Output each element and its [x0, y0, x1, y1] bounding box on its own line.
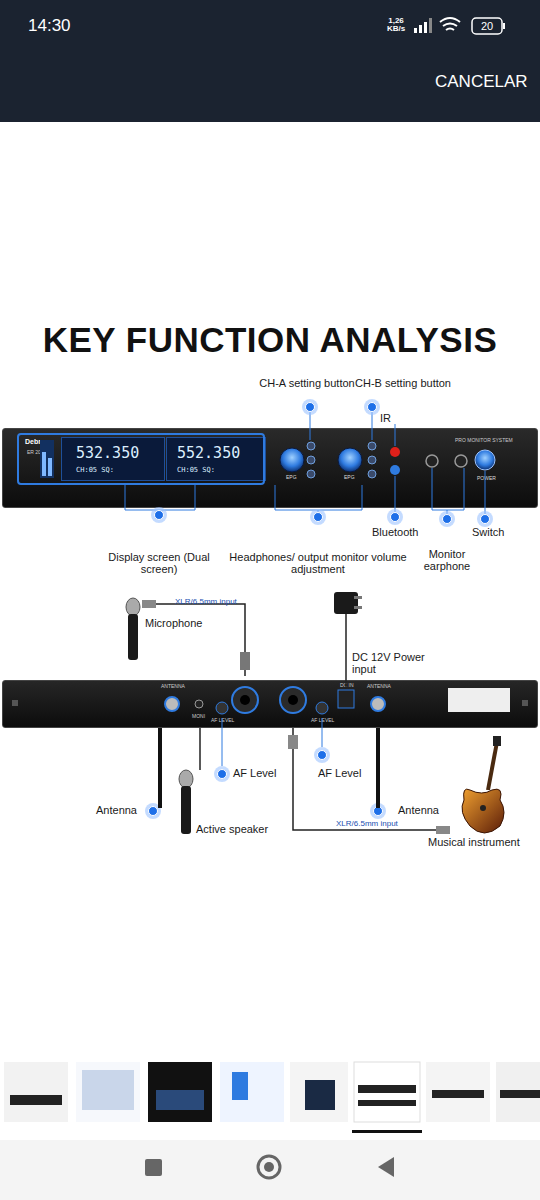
- input-label: XLR/6.5mm input: [175, 597, 237, 606]
- node-text: EPG: [344, 474, 355, 480]
- input-label: XLR/6.5mm input: [336, 819, 398, 828]
- rear-panel: ANTENNA MONI AF LEVEL DC IN AF LEVEL ANTENNA: [2, 680, 538, 728]
- callout-label: Bluetooth: [372, 526, 418, 538]
- display-screen: 552.350CH:05 SQ:: [166, 437, 266, 481]
- part-label: Active speaker: [196, 823, 268, 835]
- node-text: DC IN: [340, 682, 354, 688]
- power-adapter: [334, 592, 362, 690]
- node-text: 532.350: [76, 444, 139, 462]
- microphone-drawing: [126, 598, 250, 676]
- node-text: EPG: [286, 474, 297, 480]
- status-time: 14:30: [28, 16, 71, 36]
- thumbnail-strip: [4, 1062, 540, 1133]
- node-text: ANTENNA: [367, 683, 391, 689]
- callout-label: AF Level: [318, 767, 361, 779]
- nav-bar: [0, 1140, 540, 1200]
- callout-label: Antenna: [398, 804, 439, 816]
- node-text: CH:05 SQ:: [177, 466, 215, 474]
- status-bar: [0, 0, 540, 122]
- node-text: AF LEVEL: [311, 717, 334, 723]
- part-label: Musical instrument: [428, 836, 520, 848]
- node-text: AF LEVEL: [211, 717, 234, 723]
- callout-label: AF Level: [233, 767, 276, 779]
- node-text: 552.350: [177, 444, 240, 462]
- callout-label: CH-A setting button: [250, 377, 364, 389]
- node-text: Debra: [25, 438, 45, 445]
- status-speed: 1,26 KB/s: [382, 17, 410, 33]
- node-text: PRO MONITOR SYSTEM: [455, 437, 513, 443]
- nav-icons: [145, 1156, 394, 1178]
- callout-label: IR: [380, 412, 391, 424]
- front-panel: Debra ER 202EPG EPG PRO MONITOR SYSTEM POWER…: [2, 428, 538, 508]
- part-label: Microphone: [145, 617, 202, 629]
- status-icons: [414, 18, 505, 34]
- node-text: ER 202: [27, 449, 44, 455]
- callout-label: CH-B setting button: [350, 377, 456, 389]
- callout-label: DC 12V Power input: [352, 651, 432, 675]
- callout-label: Headphones/ output monitor volume adjust…: [218, 551, 418, 575]
- node-text: POWER: [477, 475, 496, 481]
- battery-level: 20: [472, 19, 502, 34]
- node-text: ANTENNA: [161, 683, 185, 689]
- cancel-button: CANCELAR: [435, 72, 528, 92]
- callout-label: Monitor earphone: [412, 548, 482, 572]
- diagram-title: KEY FUNCTION ANALYSIS: [0, 320, 540, 360]
- callout-label: Display screen (Dual screen): [104, 551, 214, 575]
- node-text: CH:05 SQ:: [76, 466, 114, 474]
- callout-label: Antenna: [96, 804, 137, 816]
- node-text: MONI: [192, 713, 205, 719]
- callout-label: Switch: [472, 526, 504, 538]
- rear-accessories: [158, 718, 504, 834]
- display-screen: 532.350CH:05 SQ:: [61, 437, 165, 481]
